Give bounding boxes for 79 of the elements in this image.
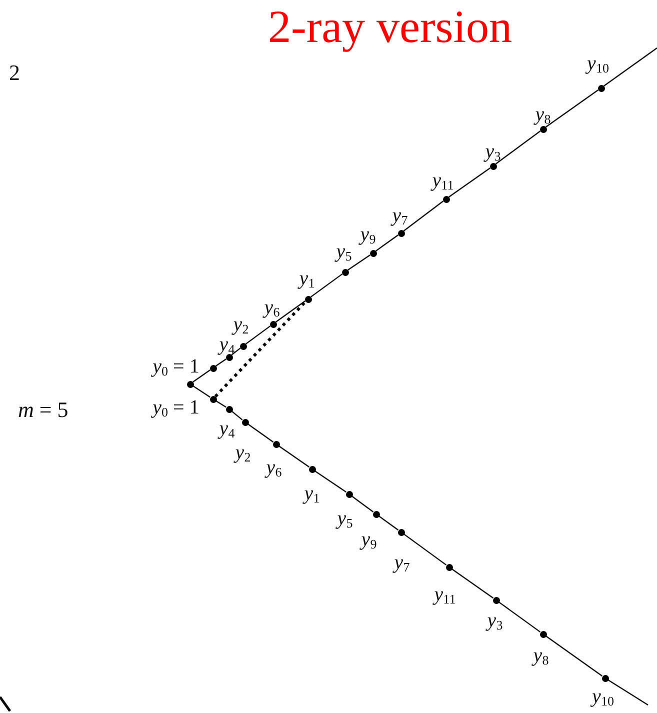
ray-segment — [604, 48, 657, 86]
point-marker — [602, 674, 608, 682]
point-label: y$_{3}$ — [485, 142, 501, 162]
point-marker — [240, 342, 246, 350]
ray-segment — [231, 410, 243, 420]
ray-segment — [216, 400, 226, 408]
point-label: y$_{11}$ — [432, 170, 454, 192]
point-marker — [242, 418, 248, 426]
ray-segment — [403, 534, 447, 566]
ray-segment — [276, 300, 306, 322]
point-label: y$_{4}$ — [219, 418, 235, 440]
title: 2-ray version — [268, 2, 512, 53]
ray-segment — [314, 470, 346, 493]
ray-segment — [351, 496, 374, 512]
ray-segment — [448, 168, 490, 198]
ray-segment — [403, 200, 444, 232]
point-label: y$_{10}$ — [587, 54, 609, 74]
point-label: y$_{2}$ — [233, 314, 249, 336]
page-number: 2 — [9, 62, 20, 84]
ray-segment — [452, 568, 494, 598]
ray-segment — [310, 274, 343, 298]
ray-segment — [216, 358, 226, 366]
point-marker — [540, 630, 546, 638]
point-marker — [304, 296, 312, 302]
ray-segment — [546, 636, 602, 676]
point-label: y$_{4}$ — [219, 334, 235, 356]
point-marker — [226, 406, 232, 412]
point-label: y$_{0}$ = 1 — [152, 398, 200, 418]
ray-segment — [498, 602, 541, 632]
point-marker — [272, 440, 280, 448]
point-label: y$_{0}$ = 1 — [152, 356, 200, 378]
ray-segment — [278, 446, 310, 468]
point-marker — [598, 84, 604, 92]
point-marker — [210, 396, 216, 402]
point-marker — [398, 230, 404, 236]
ray-segment — [546, 90, 598, 128]
ray-segment — [378, 516, 399, 530]
point-label: y$_{1}$ — [299, 268, 315, 290]
point-label: y$_{3}$ — [487, 610, 503, 632]
ray-segment — [231, 348, 241, 356]
ray-segment — [348, 254, 370, 271]
ray-segment — [495, 130, 541, 164]
point-label: y$_{10}$ — [592, 686, 614, 708]
point-marker — [442, 196, 450, 202]
point-marker — [342, 268, 348, 276]
point-label: y$_{11}$ — [434, 584, 456, 606]
point-marker — [398, 528, 404, 536]
point-label: y$_{8}$ — [535, 104, 551, 126]
point-marker — [370, 250, 376, 256]
ray-segment — [376, 234, 398, 252]
point-marker — [372, 510, 380, 518]
point-label: y$_{1}$ — [304, 484, 320, 504]
point-label: y$_{9}$ — [361, 530, 377, 550]
point-label: y$_{7}$ — [392, 206, 408, 226]
point-marker — [270, 320, 276, 328]
parameter-label: m = 5 — [18, 399, 68, 421]
point-marker — [226, 354, 232, 360]
point-marker — [540, 126, 546, 132]
point-marker — [186, 380, 194, 388]
point-label: y$_{6}$ — [266, 458, 282, 478]
point-marker — [346, 490, 352, 498]
point-label: y$_{2}$ — [235, 442, 251, 464]
ray-segment — [245, 326, 271, 344]
point-marker — [308, 466, 316, 472]
point-label: y$_{8}$ — [533, 646, 549, 666]
ray-segment — [248, 424, 274, 442]
ray-segment — [192, 385, 210, 398]
point-label: y$_{5}$ — [337, 508, 353, 530]
point-marker — [446, 564, 452, 570]
point-label: y$_{9}$ — [360, 224, 376, 246]
point-label: y$_{5}$ — [336, 242, 352, 262]
point-marker — [492, 596, 500, 604]
dotted-line — [214, 300, 307, 398]
point-label: y$_{6}$ — [264, 298, 280, 318]
point-marker — [490, 162, 496, 170]
point-label: y$_{7}$ — [394, 552, 410, 574]
ray-segment — [192, 370, 210, 382]
ray-segment — [608, 679, 648, 706]
point-marker — [210, 364, 216, 372]
